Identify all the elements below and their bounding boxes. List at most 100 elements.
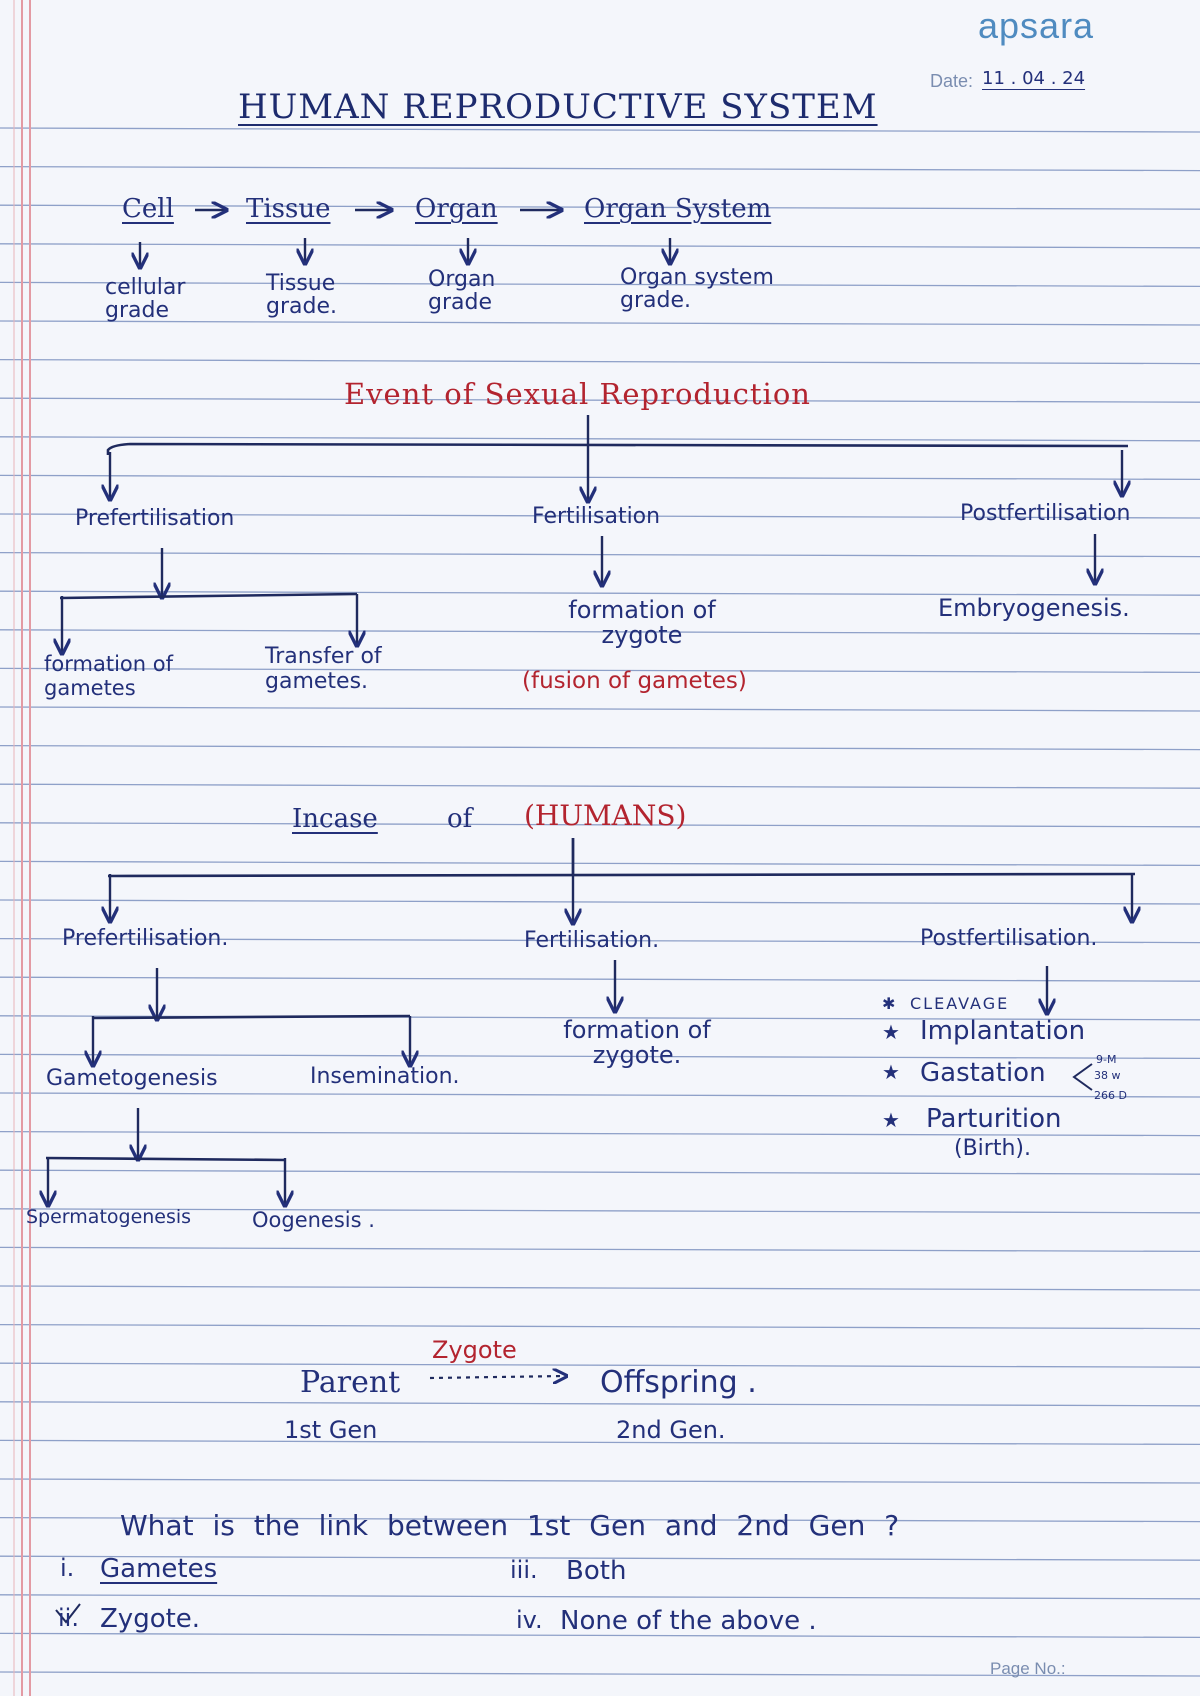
ruled-line: [0, 783, 1200, 789]
ruled-line: [0, 629, 1200, 635]
date-label: Date:: [930, 71, 974, 91]
option-num: i.: [60, 1554, 75, 1582]
option-num: iii.: [510, 1556, 538, 1584]
spermatogenesis: Spermatogenesis: [26, 1206, 192, 1228]
offspring-generation: 2nd Gen.: [616, 1416, 726, 1444]
brand-logo: apsara: [978, 5, 1095, 46]
ruled-line: [0, 1362, 1200, 1368]
ruled-line: [0, 1594, 1200, 1600]
humans-heading-incase: Incase: [292, 804, 378, 834]
humans-heading-of: of: [447, 804, 473, 834]
post-gestation: Gastation: [920, 1058, 1046, 1088]
question-text: What is the link between 1st Gen and 2nd…: [120, 1509, 900, 1542]
ruled-line: [0, 899, 1200, 905]
ruled-line: [0, 1516, 1200, 1523]
gestation-months: 9-M: [1096, 1053, 1117, 1066]
ruled-line: [0, 1555, 1200, 1561]
ruled-line: [0, 1246, 1200, 1253]
grade-cellular: cellular grade: [105, 275, 186, 324]
ruled-line: [0, 822, 1200, 828]
date-value: 11 . 04 . 24: [982, 68, 1086, 89]
zygote-arrow-label: Zygote: [432, 1336, 517, 1364]
events-heading: Event of Sexual Reproduction: [344, 377, 811, 411]
level-organ-system: Organ System: [584, 194, 772, 224]
ruled-line: [0, 474, 1200, 481]
humans-postfertilisation: Postfertilisation.: [920, 926, 1098, 951]
star-icon: ✱: [882, 994, 896, 1013]
ruled-line: [0, 281, 1200, 288]
ruled-line: [0, 1323, 1200, 1330]
level-cell: Cell: [122, 194, 174, 224]
parent-label: Parent: [300, 1365, 401, 1400]
post-parturition: Parturition: [926, 1104, 1062, 1134]
ruled-line: [0, 397, 1200, 403]
ruled-line: [0, 976, 1200, 982]
post-birth: (Birth).: [954, 1136, 1031, 1161]
gametogenesis: Gametogenesis: [46, 1066, 218, 1091]
option-text: Zygote.: [100, 1604, 201, 1634]
ruled-line: [0, 1130, 1200, 1137]
humans-heading-humans: (HUMANS): [524, 799, 687, 832]
formation-of-zygote: formation of zygote: [568, 596, 716, 650]
option-text: Gametes: [100, 1554, 218, 1584]
ruled-line: [0, 1401, 1200, 1407]
humans-formation-of-zygote: formation of zygote.: [563, 1016, 711, 1070]
ruled-line: [0, 860, 1200, 867]
formation-of-gametes: formation of gametes: [44, 652, 173, 701]
ruled-line: [0, 436, 1200, 442]
post-implantation: Implantation: [920, 1016, 1086, 1046]
oogenesis: Oogenesis .: [252, 1208, 375, 1232]
ruled-line: [0, 1053, 1200, 1060]
ruled-line: [0, 744, 1200, 751]
humans-fertilisation: Fertilisation.: [524, 928, 660, 953]
ruled-line: [0, 127, 1200, 133]
ruled-line: [0, 937, 1200, 944]
parent-generation: 1st Gen: [284, 1416, 378, 1444]
ruled-line: [0, 551, 1200, 558]
star-icon: ★: [882, 1060, 900, 1084]
grade-organ: Organ grade: [428, 267, 496, 316]
ruled-line: [0, 243, 1200, 249]
fusion-of-gametes-note: (fusion of gametes): [522, 668, 747, 694]
post-cleavage: CLEAVAGE: [910, 994, 1010, 1013]
ruled-line: [0, 1285, 1200, 1291]
level-organ: Organ: [415, 194, 498, 224]
page-number-label: Page No.:: [990, 1659, 1066, 1678]
ruled-line: [0, 1671, 1200, 1677]
ruled-line: [0, 513, 1200, 519]
ruled-line: [0, 1632, 1200, 1639]
ruled-line: [0, 706, 1200, 712]
ruled-line: [0, 667, 1200, 674]
event-fertilisation: Fertilisation: [532, 504, 661, 529]
level-tissue: Tissue: [246, 194, 331, 224]
grade-tissue: Tissue grade.: [266, 271, 337, 320]
ruled-line: [0, 1092, 1200, 1098]
ruled-line: [0, 320, 1200, 326]
gestation-days: 266 D: [1094, 1089, 1127, 1102]
star-icon: ★: [882, 1108, 900, 1132]
grade-organ-system: Organ system grade.: [620, 265, 774, 314]
gestation-weeks: 38 w: [1094, 1069, 1121, 1082]
ruled-line: [0, 1169, 1200, 1175]
option-text: None of the above .: [560, 1606, 817, 1636]
ruled-line: [0, 358, 1200, 365]
ruled-line: [0, 1439, 1200, 1446]
offspring-label: Offspring .: [600, 1365, 757, 1400]
ruled-line: [0, 590, 1200, 596]
ruled-line: [0, 165, 1200, 172]
humans-prefertilisation: Prefertilisation.: [62, 926, 229, 951]
option-num: ii.: [58, 1604, 79, 1632]
embryogenesis: Embryogenesis.: [938, 594, 1130, 622]
event-prefertilisation: Prefertilisation: [75, 506, 235, 531]
ruled-line: [0, 1208, 1200, 1214]
star-icon: ★: [882, 1020, 900, 1044]
event-postfertilisation: Postfertilisation: [960, 501, 1131, 526]
ruled-line: [0, 204, 1200, 210]
transfer-of-gametes: Transfer of gametes.: [265, 644, 382, 695]
option-num: iv.: [516, 1606, 543, 1634]
ruled-line: [0, 1478, 1200, 1484]
option-text: Both: [566, 1556, 627, 1586]
